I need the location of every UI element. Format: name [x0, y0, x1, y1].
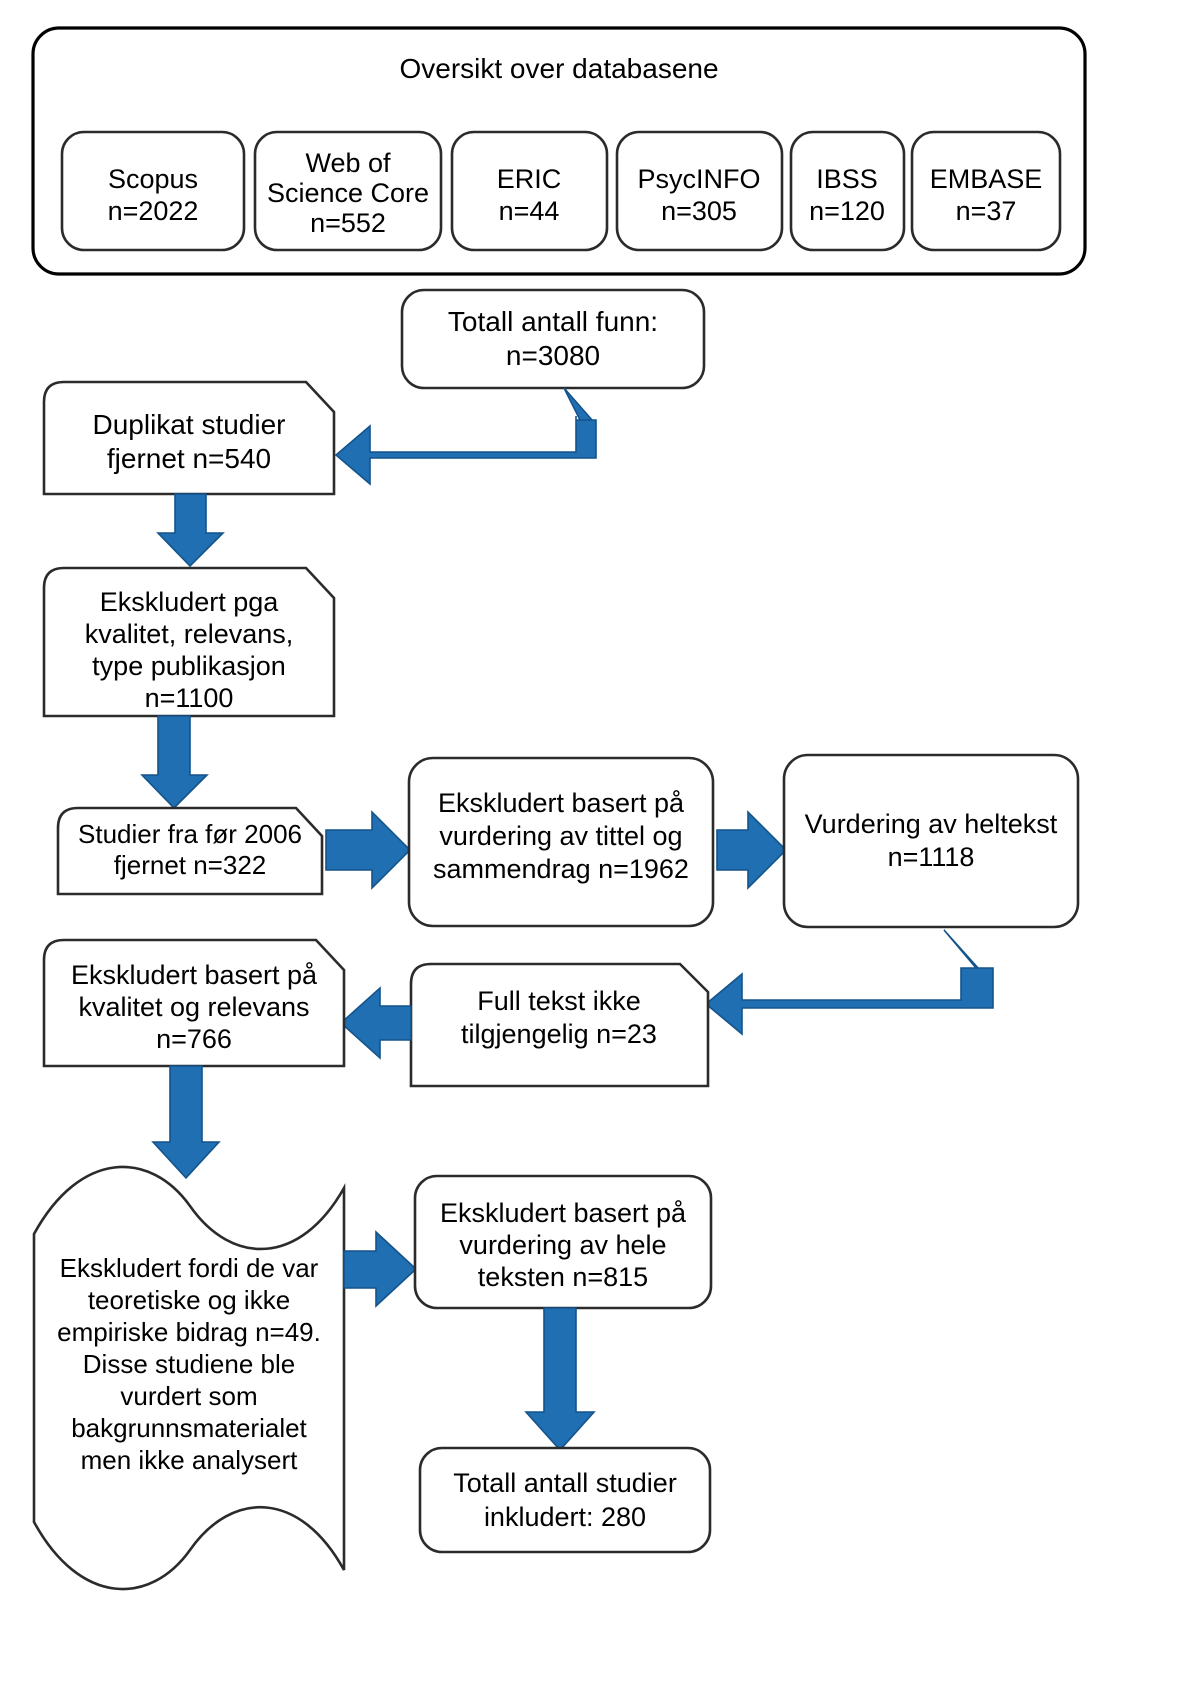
node-line: Ekskludert basert på [438, 788, 685, 818]
database-card-line: Scopus [108, 164, 198, 194]
database-card-eric[interactable]: ERIC n=44 [450, 130, 609, 252]
node-line: type publikasjon [92, 651, 286, 681]
node-border [42, 566, 336, 718]
node-line: Ekskludert basert på [440, 1198, 687, 1228]
node-line: n=3080 [506, 340, 600, 371]
database-card-border [615, 130, 784, 252]
database-card-border [910, 130, 1062, 252]
node-line: n=1100 [145, 683, 234, 713]
node-total-found[interactable]: Totall antall funn: n=3080 [400, 288, 706, 390]
node-line: n=1118 [888, 842, 975, 872]
node-line: n=766 [156, 1024, 232, 1054]
node-line: empiriske bidrag n=49. [57, 1317, 321, 1347]
node-line: Ekskludert basert på [71, 960, 318, 990]
node-excluded-quality[interactable]: Ekskludert pga kvalitet, relevans, type … [42, 566, 336, 718]
node-border [42, 380, 336, 496]
database-card-border [450, 130, 609, 252]
connector-total-to-duplicates-arrow [334, 387, 597, 486]
database-card-line: EMBASE [930, 164, 1043, 194]
node-border [409, 962, 710, 1088]
database-card-line: n=552 [310, 208, 386, 238]
node-line: teoretiske og ikke [88, 1285, 290, 1315]
node-line: bakgrunnsmaterialet [71, 1413, 307, 1443]
database-card-border [253, 130, 443, 252]
node-line: Vurdering av heltekst [805, 809, 1058, 839]
node-fulltext-assessment[interactable]: Vurdering av heltekst n=1118 [782, 753, 1080, 929]
node-line: Disse studiene ble [83, 1349, 295, 1379]
connector-theoretical-to-full-text-excluded-arrow [343, 1230, 418, 1308]
node-line: vurdert som [120, 1381, 257, 1411]
database-card-embase[interactable]: EMBASE n=37 [910, 130, 1062, 252]
node-line: Studier fra før 2006 [78, 819, 302, 849]
database-card-line: n=44 [499, 196, 560, 226]
database-card-line: n=305 [661, 196, 737, 226]
database-card-line: Web of [305, 148, 391, 178]
node-line: vurdering av tittel og [439, 821, 682, 851]
node-line: inkludert: 280 [484, 1502, 646, 1532]
node-border [32, 1165, 346, 1591]
node-excluded-title-abstract[interactable]: Ekskludert basert på vurdering av tittel… [407, 756, 715, 928]
node-line: Totall antall funn: [448, 306, 658, 337]
node-line: vurdering av hele [459, 1230, 666, 1260]
node-line: kvalitet og relevans [78, 992, 309, 1022]
node-line: Ekskludert pga [100, 587, 280, 617]
databases-panel-heading: Oversikt over databasene [399, 53, 718, 84]
database-card-line: n=2022 [108, 196, 199, 226]
node-line: Duplikat studier [93, 409, 286, 440]
connector-pre2006-to-title-abstract-arrow [325, 810, 412, 890]
node-line: Totall antall studier [453, 1468, 677, 1498]
database-card-line: n=120 [809, 196, 885, 226]
node-fulltext-unavailable[interactable]: Full tekst ikke tilgjengelig n=23 [409, 962, 710, 1088]
node-excluded-quality-relevance[interactable]: Ekskludert basert på kvalitet og relevan… [42, 938, 346, 1068]
database-card-line: ERIC [497, 164, 562, 194]
node-border [400, 288, 706, 390]
node-border [42, 938, 346, 1068]
database-card-psycinfo[interactable]: PsycINFO n=305 [615, 130, 784, 252]
node-excluded-full-text[interactable]: Ekskludert basert på vurdering av hele t… [413, 1174, 713, 1310]
connector-unavailable-to-quality-relevance-arrow [339, 986, 412, 1060]
node-line: fjernet n=540 [107, 443, 271, 474]
node-line: Full tekst ikke [477, 986, 641, 1016]
node-border [407, 756, 715, 928]
node-excluded-theoretical[interactable]: Ekskludert fordi de var teoretiske og ik… [32, 1165, 346, 1591]
database-card-line: PsycINFO [637, 164, 760, 194]
connector-full-text-excluded-to-included-arrow [524, 1307, 596, 1452]
node-line: sammendrag n=1962 [433, 854, 689, 884]
connector-duplicates-to-excluded-quality-arrow [156, 493, 225, 568]
connector-excluded-quality-to-pre2006-arrow [140, 715, 209, 810]
database-card-border [789, 130, 906, 252]
node-line: teksten n=815 [478, 1262, 648, 1292]
node-line: kvalitet, relevans, [85, 619, 294, 649]
connector-fulltext-to-unavailable-arrow [704, 929, 994, 1036]
database-card-line: IBSS [816, 164, 878, 194]
database-card-scopus[interactable]: Scopus n=2022 [60, 130, 246, 252]
connector-title-abstract-to-fulltext-arrow [716, 810, 788, 890]
node-line: fjernet n=322 [114, 850, 267, 880]
node-border [782, 753, 1080, 929]
node-line: Ekskludert fordi de var [60, 1253, 319, 1283]
node-line: tilgjengelig n=23 [461, 1019, 657, 1049]
database-card-ibss[interactable]: IBSS n=120 [789, 130, 906, 252]
database-card-web-of-science-core[interactable]: Web of Science Core n=552 [253, 130, 443, 252]
node-border [418, 1446, 712, 1554]
node-border [56, 806, 324, 896]
node-duplicates-removed[interactable]: Duplikat studier fjernet n=540 [42, 380, 336, 496]
database-card-line: n=37 [956, 196, 1017, 226]
connector-quality-relevance-to-theoretical-arrow [151, 1065, 221, 1180]
databases-panel: Oversikt over databasene Scopus n=2022 W… [31, 26, 1087, 276]
node-pre2006-removed[interactable]: Studier fra før 2006 fjernet n=322 [56, 806, 324, 896]
database-card-border [60, 130, 246, 252]
node-line: men ikke analysert [81, 1445, 299, 1475]
node-total-included[interactable]: Totall antall studier inkludert: 280 [418, 1446, 712, 1554]
database-card-line: Science Core [267, 178, 429, 208]
